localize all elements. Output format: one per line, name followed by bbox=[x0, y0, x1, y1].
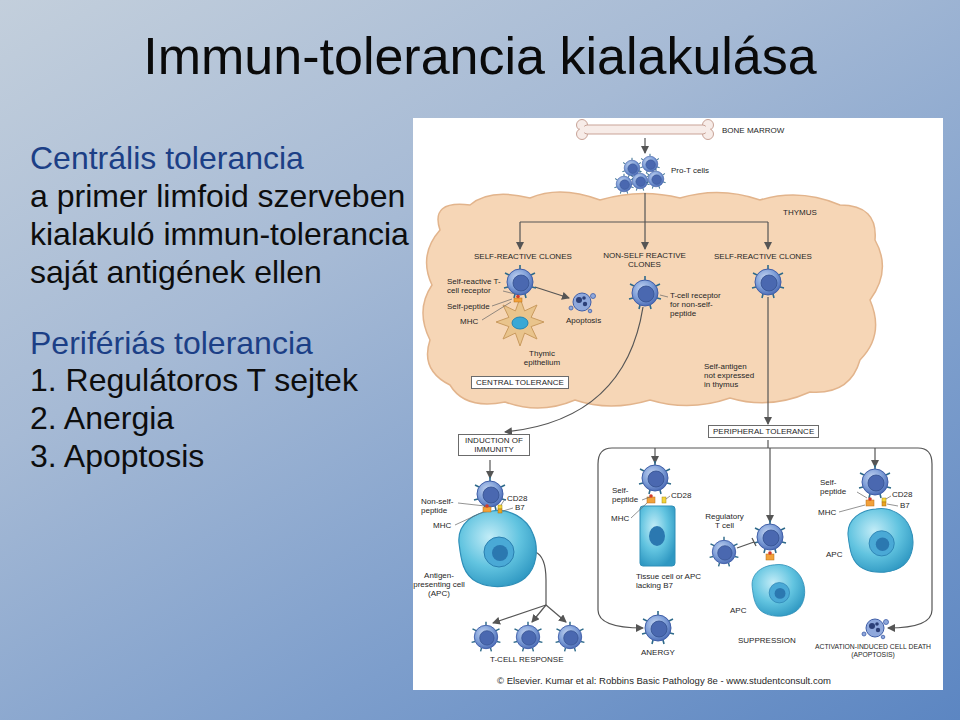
slide-text: 2. Anergia bbox=[30, 400, 174, 436]
slide-heading: Perifériás tolerancia bbox=[30, 325, 313, 361]
figure-label: SELF-REACTIVE CLONES bbox=[714, 252, 812, 261]
slide-text-box: 3. Apoptosis bbox=[30, 437, 204, 475]
slide-heading-box: Centrális tolerancia bbox=[30, 139, 304, 177]
figure-label: ANERGY bbox=[641, 648, 675, 657]
figure-label: Pro-T cells bbox=[671, 166, 709, 175]
slide-title: Immun-tolerancia kialakulása bbox=[143, 27, 816, 85]
slide-heading: Centrális tolerancia bbox=[30, 140, 304, 176]
figure-label: MHC bbox=[818, 508, 836, 517]
figure-label: Regulatory T cell bbox=[705, 512, 744, 530]
figure-label: Tissue cell or APC lacking B7 bbox=[636, 572, 701, 590]
box-text: CENTRAL TOLERANCE bbox=[476, 378, 564, 387]
slide-text-box: 1. Regulátoros T sejtek bbox=[30, 361, 358, 399]
figure-label-box: CD28 bbox=[507, 494, 527, 503]
figure-label-box: Apoptosis bbox=[566, 316, 601, 325]
figure-label-box: MHC bbox=[611, 514, 629, 523]
figure-label-box: Self-antigen not expressed in thymus bbox=[704, 362, 760, 390]
figure-label: Self-reactive T-cell receptor bbox=[447, 277, 501, 295]
figure-label-box: MHC bbox=[818, 508, 836, 517]
slide-heading-box: Perifériás tolerancia bbox=[30, 324, 313, 362]
figure-label: SELF-REACTIVE CLONES bbox=[474, 252, 572, 261]
figure-label-box: APC bbox=[826, 550, 842, 559]
figure-label: THYMUS bbox=[783, 208, 817, 217]
slide-text-box: a primer limfoid szerveben kialakuló imm… bbox=[30, 177, 422, 291]
copyright-note: © Elsevier. Kumar et al: Robbins Basic P… bbox=[497, 675, 831, 686]
figure-label-box: CD28 bbox=[892, 490, 912, 499]
figure-label-box: SUPPRESSION bbox=[738, 636, 796, 645]
figure-label-box: Self-peptide bbox=[612, 486, 647, 504]
figure-label: APC bbox=[730, 606, 746, 615]
figure-label: Self-peptide bbox=[612, 486, 638, 504]
figure-label-box: Self-peptide bbox=[447, 302, 490, 311]
figure-label: Self-peptide bbox=[820, 478, 846, 496]
figure-label-box: BONE MARROW bbox=[722, 126, 784, 135]
figure-label-box: Antigen-presenting cell (APC) bbox=[411, 571, 467, 599]
figure-label: BONE MARROW bbox=[722, 126, 784, 135]
figure-label-box: APC bbox=[730, 606, 746, 615]
figure-label: MHC bbox=[460, 317, 478, 326]
slide-text-box: 2. Anergia bbox=[30, 399, 174, 437]
figure-label: CD28 bbox=[507, 494, 527, 503]
slide-text: a primer limfoid szerveben kialakuló imm… bbox=[30, 178, 409, 290]
figure-label: ACTIVATION-INDUCED CELL DEATH (APOPTOSIS… bbox=[815, 643, 931, 658]
figure-label-box: NON-SELF REACTIVE CLONES bbox=[597, 251, 692, 269]
figure-label: MHC bbox=[433, 521, 451, 530]
slide-text: 3. Apoptosis bbox=[30, 438, 204, 474]
box-text: INDUCTION OF IMMUNITY bbox=[463, 436, 525, 454]
figure-label-box: ACTIVATION-INDUCED CELL DEATH (APOPTOSIS… bbox=[812, 643, 934, 659]
figure-label: Non-self-peptide bbox=[421, 497, 453, 515]
figure-label: CD28 bbox=[671, 491, 691, 500]
figure-label-box: SELF-REACTIVE CLONES bbox=[714, 252, 812, 261]
figure-label: B7 bbox=[515, 503, 525, 512]
figure-label-box: MHC bbox=[433, 521, 451, 530]
figure-label: T-CELL RESPONSE bbox=[490, 655, 564, 664]
figure-label-box: Self-reactive T-cell receptor bbox=[447, 277, 509, 295]
tolerance-box: CENTRAL TOLERANCE bbox=[471, 376, 569, 389]
figure-label: Thymic epithelium bbox=[524, 349, 560, 367]
figure-label-box: ANERGY bbox=[641, 648, 675, 657]
tolerance-box: PERIPHERAL TOLERANCE bbox=[708, 425, 819, 438]
figure-label-box: Self-peptide bbox=[820, 478, 855, 496]
copyright-note-box: © Elsevier. Kumar et al: Robbins Basic P… bbox=[497, 676, 831, 687]
tolerance-box: INDUCTION OF IMMUNITY bbox=[458, 434, 530, 456]
figure-label-box: Pro-T cells bbox=[671, 166, 709, 175]
figure-label-box: T-CELL RESPONSE bbox=[490, 655, 564, 664]
figure-label-box: Tissue cell or APC lacking B7 bbox=[636, 572, 708, 590]
figure-label-box: B7 bbox=[900, 501, 910, 510]
figure-label-box: SELF-REACTIVE CLONES bbox=[474, 252, 572, 261]
figure-label-box: T-cell receptor for non-self-peptide bbox=[670, 291, 732, 319]
figure-label-box: Regulatory T cell bbox=[702, 512, 747, 530]
figure-label: B7 bbox=[900, 501, 910, 510]
figure-label: Self-antigen not expressed in thymus bbox=[704, 362, 754, 389]
figure-label: NON-SELF REACTIVE CLONES bbox=[603, 251, 686, 269]
figure-label: Antigen-presenting cell (APC) bbox=[413, 571, 465, 598]
figure-label: SUPPRESSION bbox=[738, 636, 796, 645]
figure-label-box: Non-self-peptide bbox=[421, 497, 466, 515]
figure-label-box: B7 bbox=[515, 503, 525, 512]
slide-title-box: Immun-tolerancia kialakulása bbox=[0, 26, 960, 86]
figure-label-box: MHC bbox=[460, 317, 478, 326]
figure-label: T-cell receptor for non-self-peptide bbox=[670, 291, 721, 318]
figure-label-box: CD28 bbox=[671, 491, 691, 500]
figure-label: Self-peptide bbox=[447, 302, 490, 311]
box-text: PERIPHERAL TOLERANCE bbox=[713, 427, 814, 436]
figure-label: APC bbox=[826, 550, 842, 559]
figure-label: Apoptosis bbox=[566, 316, 601, 325]
figure-label-box: THYMUS bbox=[783, 208, 817, 217]
figure-label: MHC bbox=[611, 514, 629, 523]
figure-label-box: Thymic epithelium bbox=[518, 349, 566, 367]
slide-text: 1. Regulátoros T sejtek bbox=[30, 362, 358, 398]
figure-label: CD28 bbox=[892, 490, 912, 499]
